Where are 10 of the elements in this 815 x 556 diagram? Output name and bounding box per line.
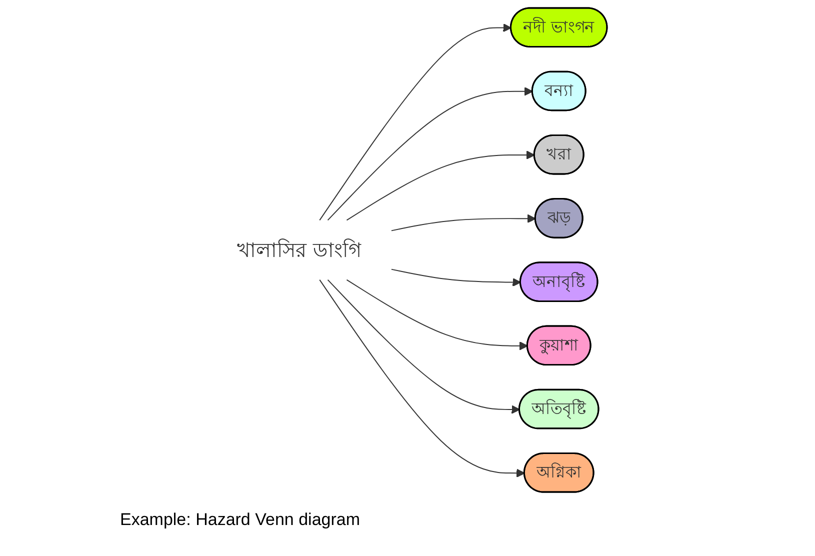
arrow: [320, 23, 512, 221]
arrow: [328, 87, 534, 221]
caption: Example: Hazard Venn diagram: [120, 510, 360, 530]
arrow: [391, 268, 522, 287]
arrow: [320, 279, 526, 478]
arrow: [346, 279, 528, 350]
arrow: [328, 279, 521, 414]
arrow: [391, 214, 536, 232]
arrow: [346, 150, 536, 221]
node-text: খালাসির ডাংগি: [237, 238, 362, 262]
